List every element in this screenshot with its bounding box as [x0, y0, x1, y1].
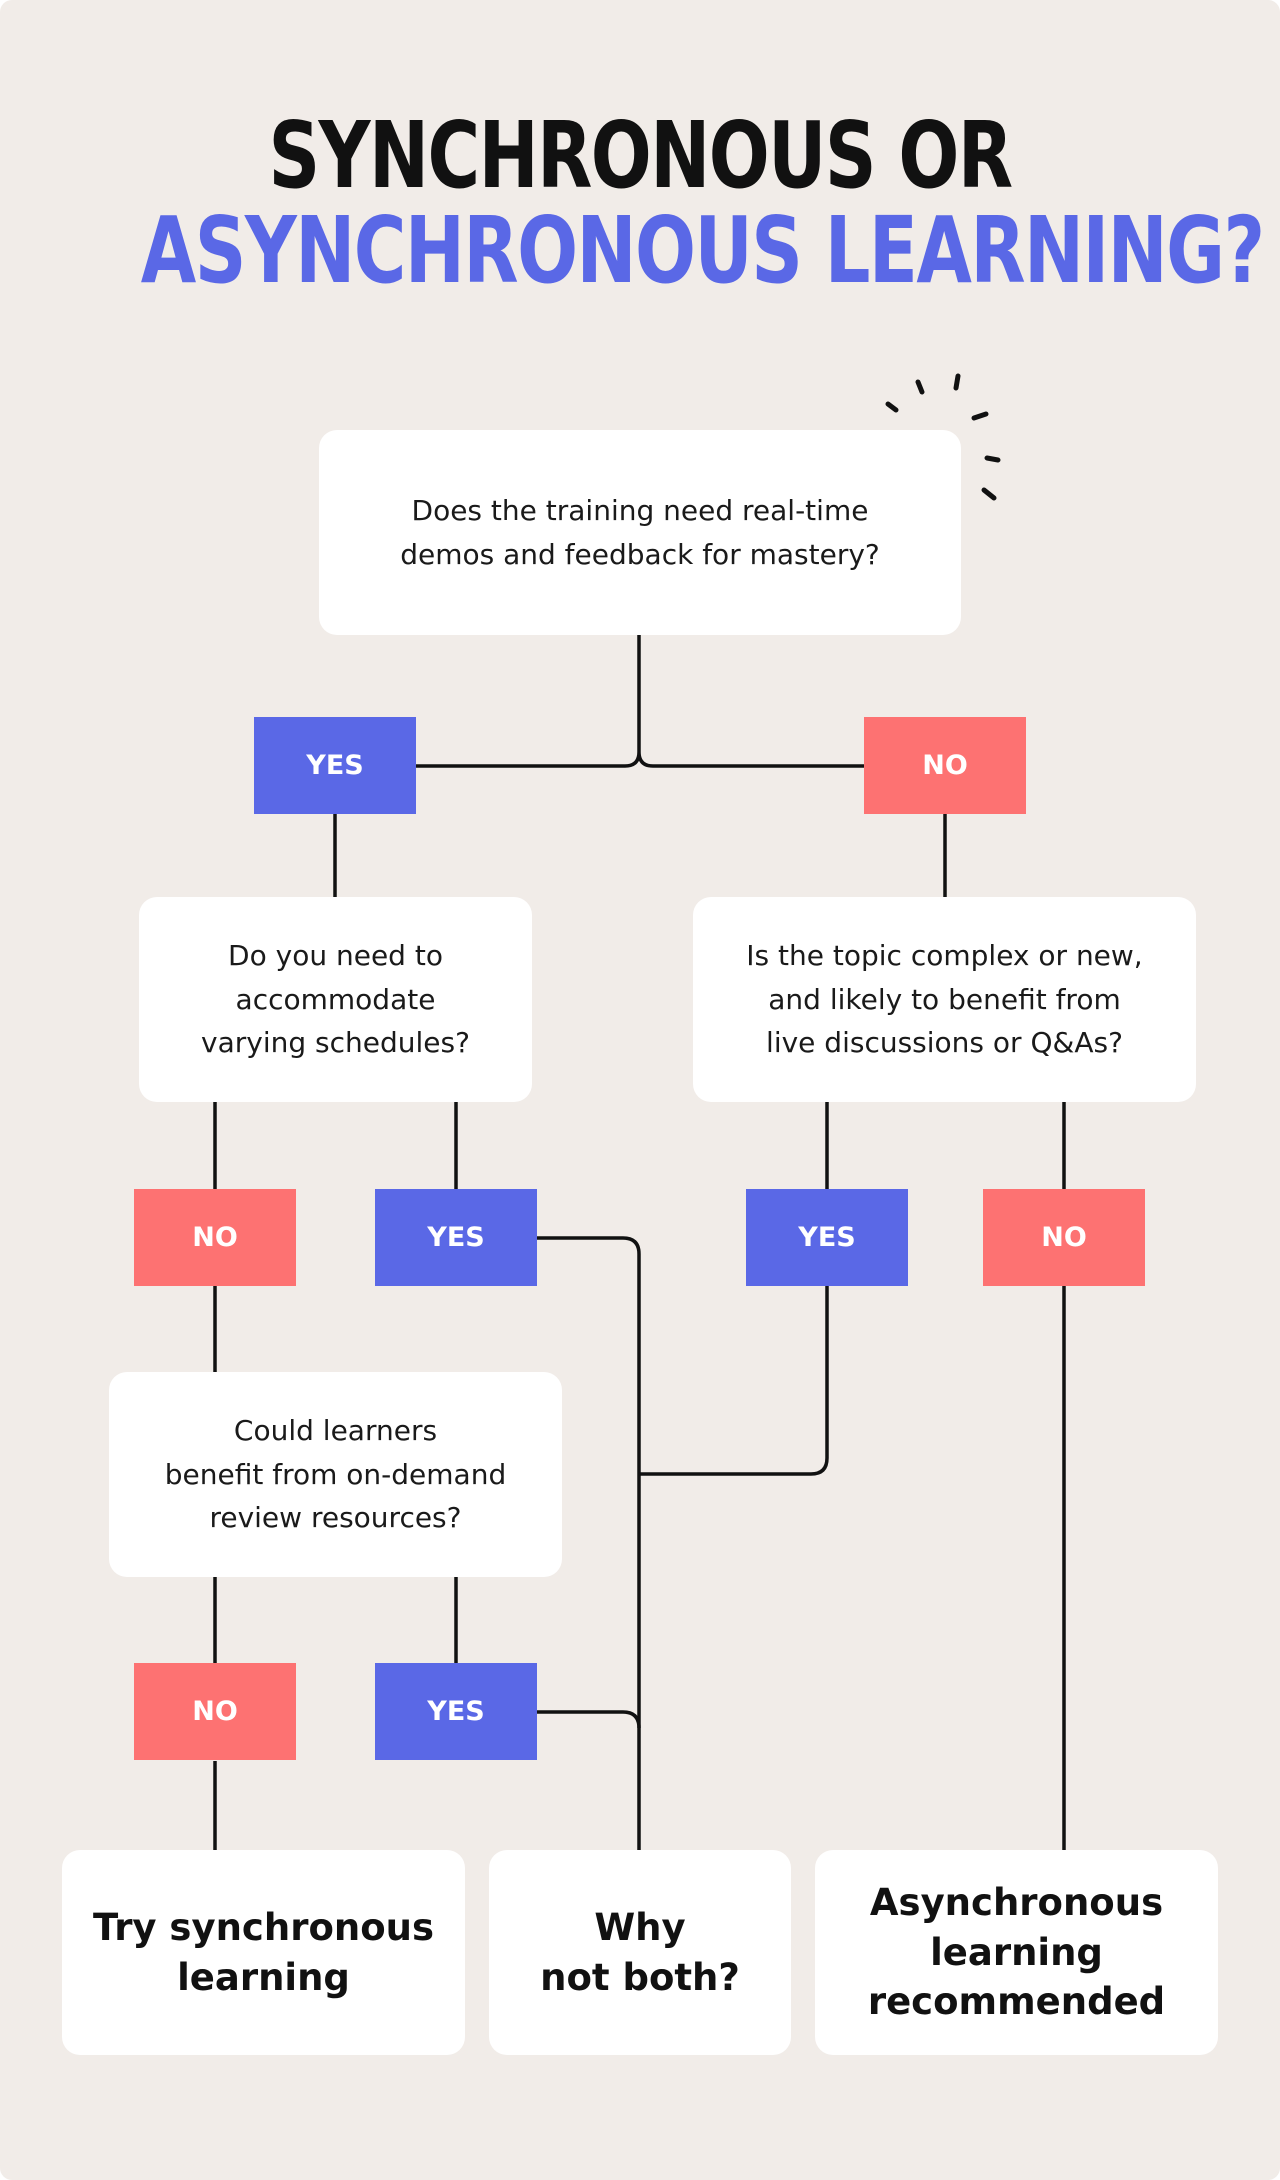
outcome-text: Try synchronous learning	[93, 1905, 434, 1999]
outcome-text: Why not both?	[540, 1905, 740, 1999]
connector-yes4-to-both	[537, 1710, 641, 1729]
answer-no-tag: NO	[134, 1189, 296, 1286]
connector-yes2-to-both	[537, 1236, 641, 1850]
outcome-asynchronous: Asynchronous learning recommended	[815, 1850, 1218, 2055]
question-on-demand-resources: Could learners benefit from on-demand re…	[109, 1372, 562, 1577]
question-realtime-demos: Does the training need real-time demos a…	[319, 430, 961, 635]
answer-no-tag: NO	[983, 1189, 1145, 1286]
outcome-both: Why not both?	[489, 1850, 791, 2055]
outcome-synchronous: Try synchronous learning	[62, 1850, 465, 2055]
question-text: Does the training need real-time demos a…	[400, 494, 880, 571]
question-text: Is the topic complex or new, and likely …	[746, 939, 1143, 1060]
outcome-text: Asynchronous learning recommended	[867, 1880, 1166, 2024]
answer-no-tag: NO	[864, 717, 1026, 814]
connector-yes3-to-both	[639, 1286, 829, 1476]
question-text: Do you need to accommodate varying sched…	[201, 939, 470, 1060]
sparkle-burst-icon	[885, 373, 1001, 501]
connector-q1-to-branches	[415, 635, 865, 768]
question-text: Could learners benefit from on-demand re…	[164, 1414, 507, 1535]
title-line-1: SYNCHRONOUS OR	[268, 102, 1013, 209]
answer-yes-tag: YES	[375, 1663, 537, 1760]
question-varying-schedules: Do you need to accommodate varying sched…	[139, 897, 532, 1102]
answer-yes-tag: YES	[254, 717, 416, 814]
answer-yes-tag: YES	[375, 1189, 537, 1286]
answer-no-tag: NO	[134, 1663, 296, 1760]
title-line-2: ASYNCHRONOUS LEARNING?	[140, 197, 1265, 304]
question-complex-topic: Is the topic complex or new, and likely …	[693, 897, 1196, 1102]
answer-yes-tag: YES	[746, 1189, 908, 1286]
